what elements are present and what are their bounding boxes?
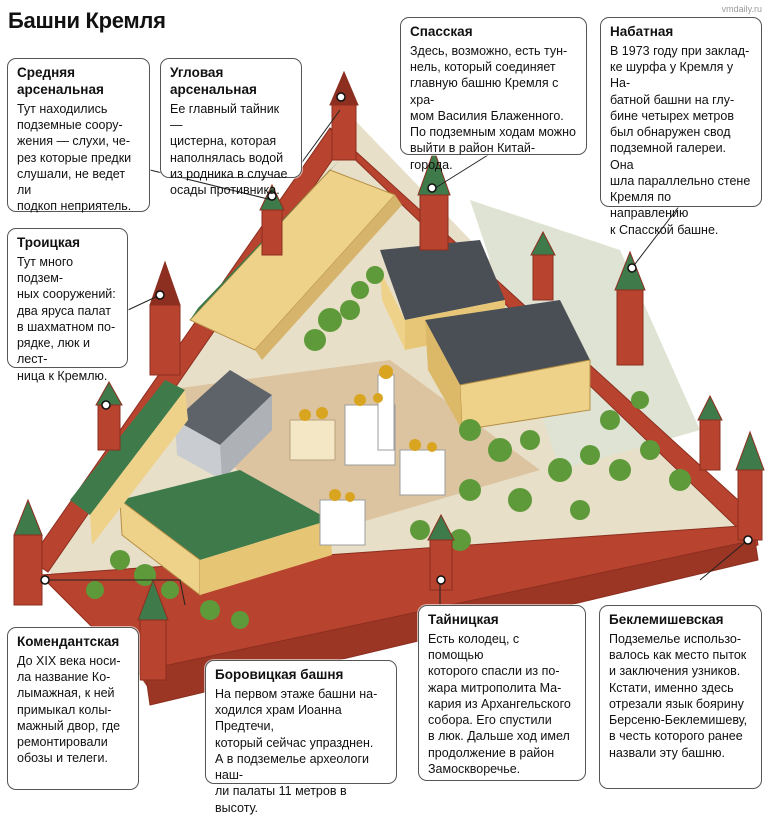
- callout-srednyaya-arsenalnaya: Средняя арсенальная Тут находились подзе…: [7, 58, 150, 214]
- callout-title: Спасская: [410, 24, 473, 39]
- tower-komendantskaya: [95, 380, 123, 451]
- tower-taynitskaya: [427, 513, 455, 591]
- state-kremlin-palace: [175, 370, 272, 480]
- source-watermark: vmdaily.ru: [721, 4, 762, 14]
- callout-beklemishevskaya: Беклемишевская Подземелье использо- вало…: [599, 605, 762, 789]
- callout-title: Комендантская: [17, 634, 120, 649]
- arsenal-building: [189, 160, 402, 360]
- tower-markers: [40, 92, 753, 585]
- callout-spasskaya: Спасская Здесь, возможно, есть тун- нель…: [400, 17, 587, 172]
- tower-konstantino-eleninskaya: [697, 394, 723, 471]
- towers: [13, 70, 765, 681]
- callout-text: До XIX века носи- ла название Ко- лымажн…: [17, 653, 121, 766]
- presidium-building: [425, 300, 591, 431]
- callout-title: Набатная: [610, 24, 674, 39]
- callout-uglovaya-arsenalnaya: Угловая арсенальная Ее главный тайник — …: [160, 58, 302, 197]
- cathedral-square: [289, 365, 446, 546]
- callout-title: Беклемишевская: [609, 612, 724, 627]
- callout-text: Тут много подзем- ных сооружений: два яр…: [17, 254, 116, 383]
- grand-kremlin-palace: [119, 470, 332, 597]
- callout-text: Тут находились подземные соору- жения — …: [17, 101, 132, 214]
- callout-text: Подземелье использо- валось как место пы…: [609, 631, 748, 760]
- tower-borovitskaya: [13, 498, 43, 606]
- western-range: [70, 380, 188, 545]
- callout-borovitskaya: Боровицкая башня На первом этаже башни н…: [205, 660, 397, 815]
- callout-text: Есть колодец, с помощью которого спасли …: [428, 631, 571, 776]
- callout-troitskaya: Троицкая Тут много подзем- ных сооружени…: [7, 228, 128, 383]
- tower-senatskaya: [530, 230, 556, 301]
- callout-text: Ее главный тайник — цистерна, которая на…: [170, 101, 288, 197]
- callout-nabatnaya: Набатная В 1973 году при заклад- ке шурф…: [600, 17, 762, 237]
- tower-troitskaya: [149, 260, 181, 376]
- page-title: Башни Кремля: [8, 8, 166, 33]
- callout-title: Троицкая: [17, 235, 80, 250]
- tower-uglovaya-arsenalnaya: [329, 70, 359, 161]
- callout-title: Угловая арсенальная: [170, 65, 257, 97]
- tower-srednyaya-arsenalnaya: [259, 183, 285, 256]
- tower-vodovzvodnaya: [137, 578, 169, 681]
- callout-text: На первом этаже башни на- ходился храм И…: [215, 686, 378, 815]
- callout-text: В 1973 году при заклад- ке шурфа у Кремл…: [610, 43, 751, 237]
- callout-title: Тайницкая: [428, 612, 499, 627]
- tree-groups: [86, 266, 691, 629]
- callout-taynitskaya: Тайницкая Есть колодец, с помощью которо…: [418, 605, 586, 781]
- callout-text: Здесь, возможно, есть тун- нель, который…: [410, 43, 576, 172]
- callout-title: Боровицкая башня: [215, 667, 344, 682]
- tower-beklemishevskaya: [735, 430, 765, 541]
- callout-title: Средняя арсенальная: [17, 65, 104, 97]
- callout-komendantskaya: Комендантская До XIX века носи- ла назва…: [7, 627, 139, 790]
